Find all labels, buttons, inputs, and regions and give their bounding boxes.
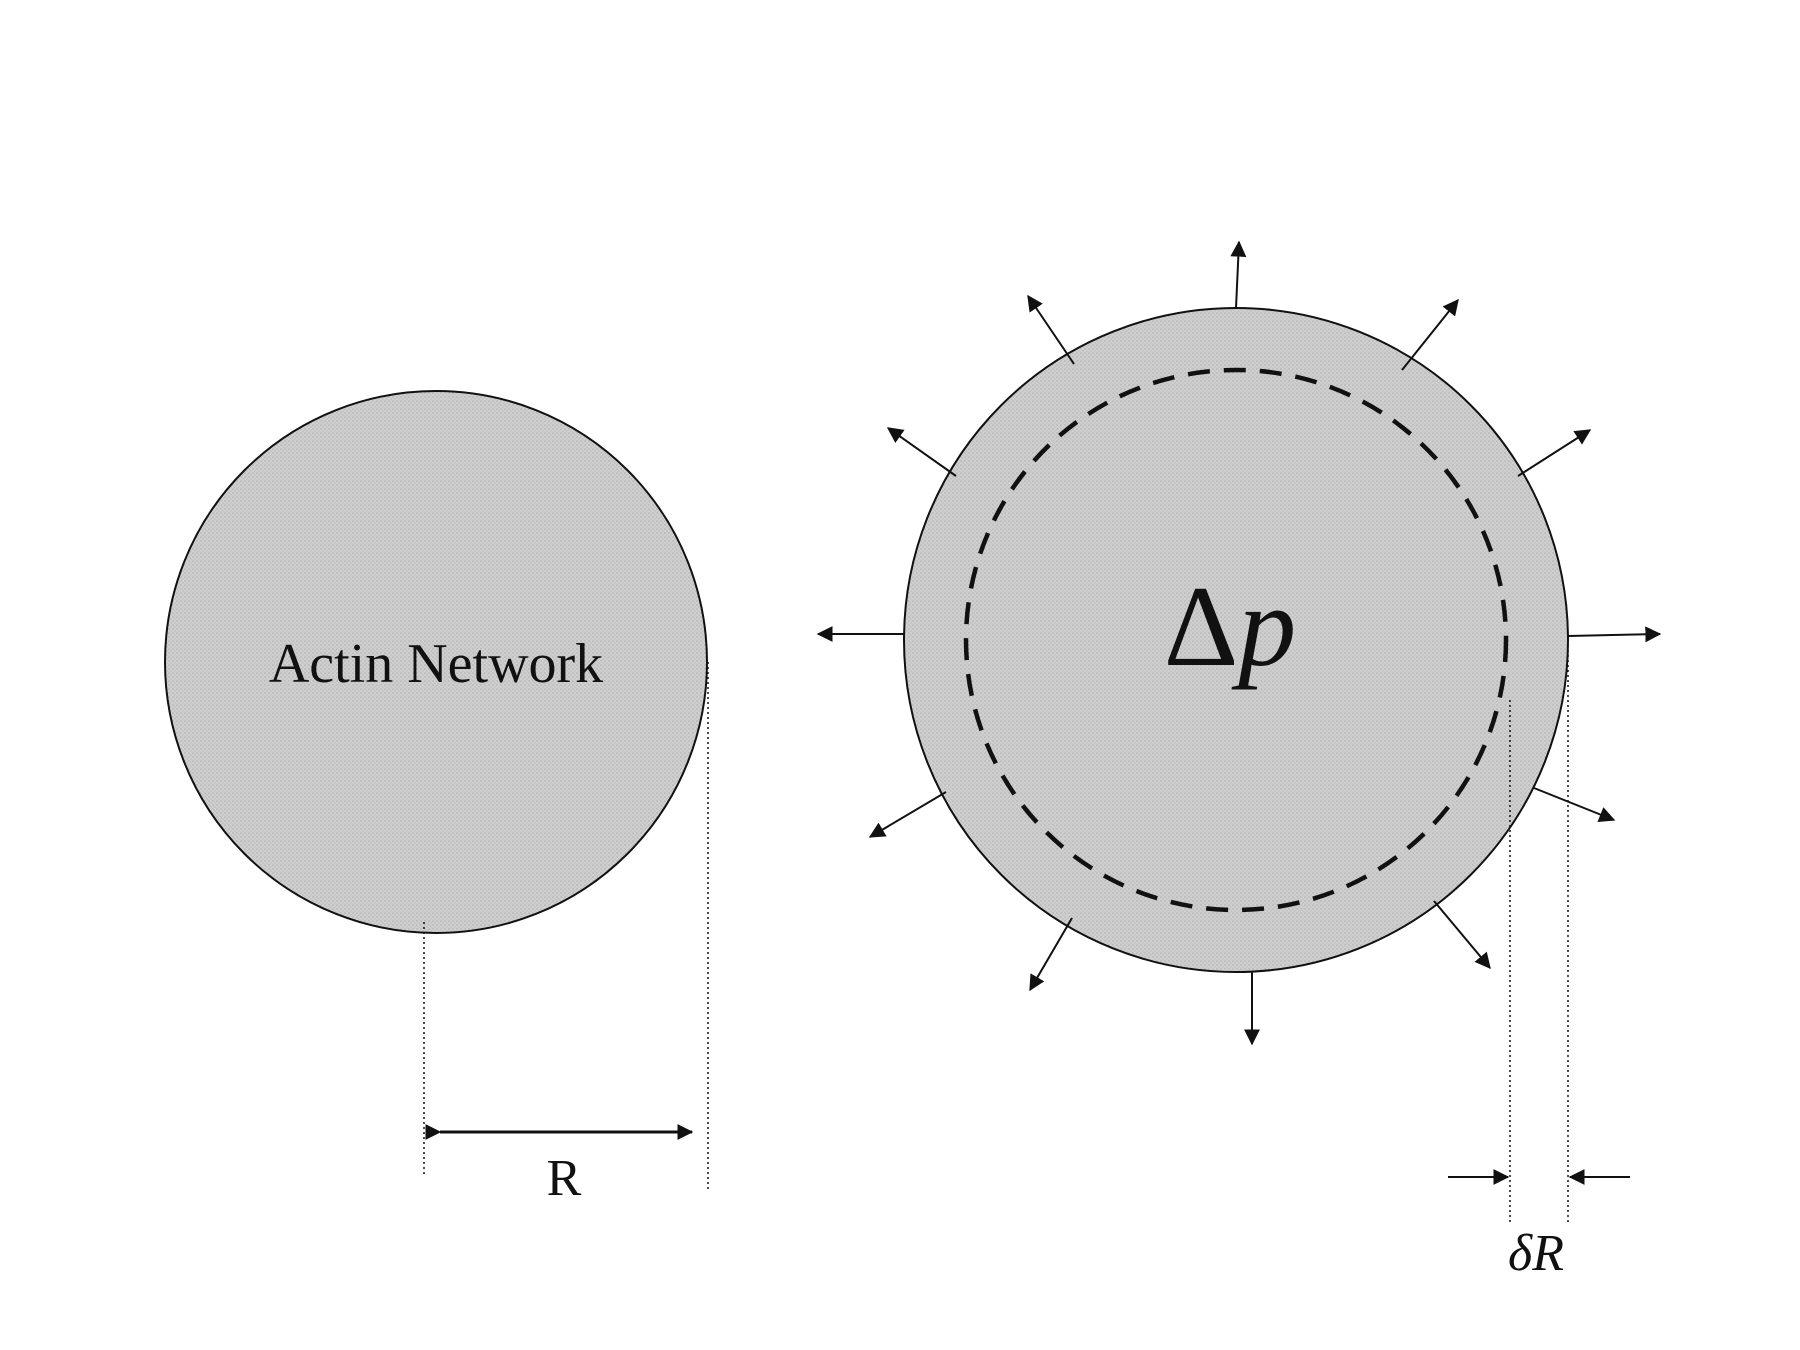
pressure-arrow [1517, 429, 1592, 477]
actin-network-label: Actin Network [269, 633, 603, 695]
radius-label: R [547, 1150, 582, 1207]
pressure-arrow [886, 427, 957, 477]
original-radius-dashed-circle [963, 367, 1509, 913]
delta-symbol: Δ [1164, 563, 1239, 691]
delta-radius-label: δR [1508, 1225, 1564, 1282]
pressure-arrow [1567, 626, 1662, 643]
pressure-arrow [1401, 298, 1459, 371]
pressure-variable: p [1231, 563, 1296, 691]
pressure-arrow [1029, 917, 1073, 992]
pressure-arrows [816, 240, 1662, 1046]
pressure-label: Δp [1164, 563, 1297, 691]
actin-network-group: Actin Network [164, 390, 708, 934]
delta-radius-prefix: δ [1508, 1225, 1533, 1282]
swollen-network-group: Δp [903, 307, 1569, 973]
pressure-arrow [1230, 240, 1247, 309]
delta-radius-dimension: δR [1448, 640, 1630, 1282]
actin-network-circle [164, 390, 708, 934]
pressure-arrow [1433, 900, 1491, 970]
radius-dimension: R [423, 662, 709, 1207]
pressure-arrow [1533, 787, 1616, 822]
pressure-arrow [868, 791, 947, 838]
pressure-arrow [1027, 294, 1075, 365]
delta-radius-variable: R [1531, 1225, 1564, 1282]
